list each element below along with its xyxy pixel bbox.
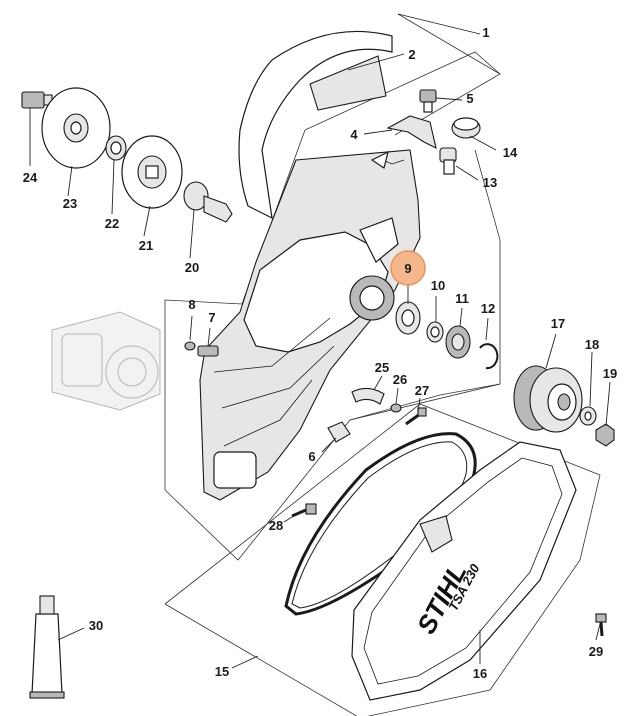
blade-guard (238, 30, 393, 220)
part-26-washer (390, 403, 402, 413)
callout-4: 4 (350, 127, 358, 142)
part-18-washer (579, 406, 597, 426)
group-boundaries (164, 13, 601, 716)
callout-19: 19 (603, 366, 617, 381)
callout-22: 22 (105, 216, 119, 231)
part-6-clip (327, 421, 351, 443)
callout-30: 30 (89, 618, 103, 633)
callout-28: 28 (269, 518, 283, 533)
callout-17: 17 (551, 316, 565, 331)
part-29-screw (595, 613, 607, 637)
callout-10: 10 (431, 278, 445, 293)
part-20-spindle (183, 181, 233, 223)
callout-7: 7 (208, 310, 215, 325)
callout-23: 23 (63, 196, 77, 211)
part-24-bolt (21, 91, 53, 109)
part-11-bearing (445, 325, 471, 359)
callout-25: 25 (375, 360, 389, 375)
callout-6: 6 (308, 449, 315, 464)
part-10-ring (426, 321, 444, 343)
callout-15: 15 (215, 664, 229, 679)
part-12-circlip (479, 343, 499, 370)
part-14-cap (451, 117, 481, 139)
callout-8: 8 (188, 297, 195, 312)
part-30-tube (29, 595, 65, 699)
callout-14: 14 (503, 145, 518, 160)
callout-2: 2 (408, 47, 415, 62)
callout-13: 13 (483, 175, 497, 190)
callout-11: 11 (455, 291, 469, 306)
callout-labels: 1 2 5 4 14 13 24 23 22 21 20 8 7 9 10 11… (23, 25, 617, 681)
part-22-ring (105, 135, 127, 161)
part-4-bracket (386, 115, 437, 150)
callout-21: 21 (139, 238, 153, 253)
callout-18: 18 (585, 337, 599, 352)
part-13-stud (439, 147, 457, 175)
part-15-belt (284, 432, 477, 616)
main-housing (199, 149, 421, 501)
motor-ghost (51, 311, 161, 411)
part-7-block (197, 345, 219, 357)
callout-24: 24 (23, 170, 38, 185)
callout-29: 29 (589, 644, 603, 659)
part-21-flange (121, 135, 183, 209)
part-5-screw (419, 89, 437, 113)
part-25-clamp (351, 387, 385, 405)
part-9-bearing (395, 301, 421, 335)
part-17-pulley (513, 365, 583, 433)
highlight-marker (390, 250, 426, 286)
callout-9: 9 (404, 261, 411, 276)
callout-20: 20 (185, 260, 199, 275)
part-23-disc (41, 87, 111, 169)
part-28-screw (291, 503, 317, 518)
callout-1: 1 (482, 25, 489, 40)
part-16-belt-cover: STIHL TSA 230 (351, 441, 577, 701)
callout-12: 12 (481, 301, 495, 316)
part-27-screw (405, 407, 427, 426)
leader-lines (29, 13, 611, 669)
callout-26: 26 (393, 372, 407, 387)
part-19-nut (595, 423, 615, 447)
part-8-washer (184, 341, 196, 351)
callout-27: 27 (415, 383, 429, 398)
callout-16: 16 (473, 666, 487, 681)
callout-5: 5 (466, 91, 473, 106)
